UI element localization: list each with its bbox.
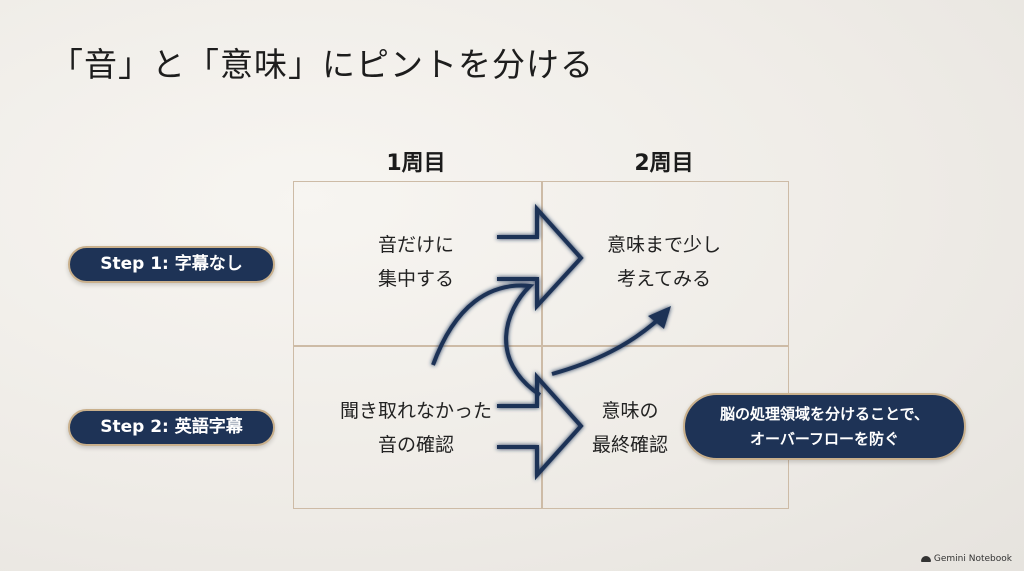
matrix-grid: [293, 181, 789, 509]
slide-title: 「音」と「意味」にピントを分ける: [50, 45, 594, 84]
step2-badge: Step 2: 英語字幕: [68, 409, 275, 446]
note-callout: 脳の処理領域を分けることで、 オーバーフローを防ぐ: [683, 393, 966, 460]
cell-text-line: 意味まで少し: [606, 234, 721, 256]
arrow-r1-to-r1: [497, 203, 584, 312]
cell-step2-round1: 聞き取れなかった 音の確認: [293, 394, 539, 462]
cell-step1-round1: 音だけに 集中する: [293, 228, 539, 296]
cell-text-line: 考えてみる: [616, 268, 712, 290]
footer-brand-text: Gemini Notebook: [933, 554, 1012, 564]
cell-text-line: 集中する: [377, 268, 454, 290]
cell-text-line: 意味の: [601, 400, 659, 422]
arrow-r2-to-r2: [497, 371, 584, 481]
arrow-up-right: [551, 316, 662, 376]
cell-text-line: 最終確認: [591, 434, 668, 456]
column-header-round-2: 2周目: [634, 151, 694, 176]
arrow-up-right-head: [648, 306, 671, 329]
notebook-logo-icon: [920, 556, 931, 562]
grid-horizontal-divider: [294, 345, 788, 347]
note-line: 脳の処理領域を分けることで、: [720, 405, 929, 423]
column-header-round-1: 1周目: [386, 151, 446, 176]
cell-step1-round2: 意味まで少し 考えてみる: [541, 228, 787, 296]
cell-step2-round2: 意味の 最終確認: [507, 394, 753, 462]
cell-text-line: 音だけに: [377, 234, 454, 256]
curved-arrow-swoop: [431, 283, 542, 397]
cell-text-line: 音の確認: [377, 434, 454, 456]
cell-text-line: 聞き取れなかった: [339, 400, 492, 422]
note-line: オーバーフローを防ぐ: [750, 430, 899, 448]
step1-badge: Step 1: 字幕なし: [68, 246, 275, 283]
footer-brand: Gemini Notebook: [920, 554, 1012, 564]
